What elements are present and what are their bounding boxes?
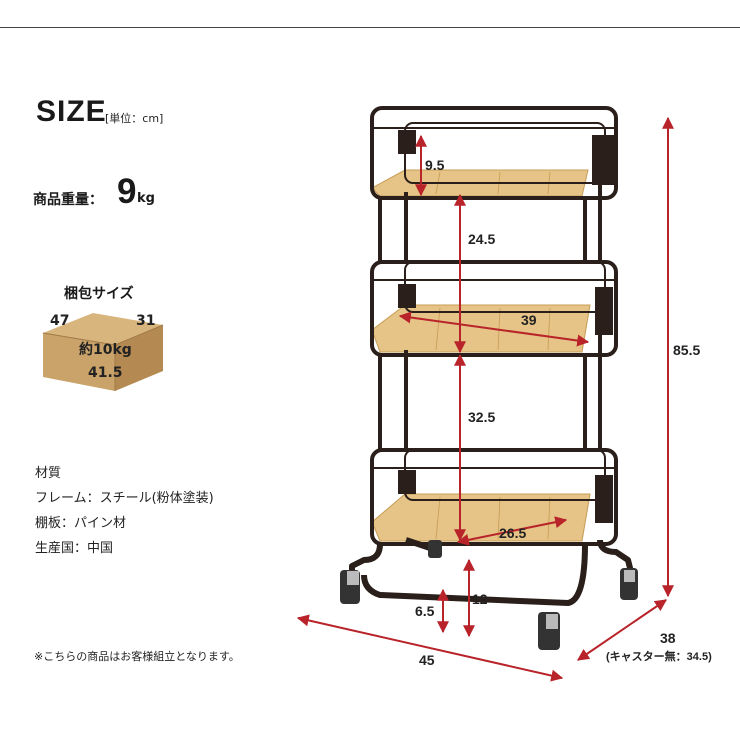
package-length: 47 — [50, 313, 70, 329]
dim-shelf-gap-upper: 24.5 — [468, 231, 496, 247]
cart-frame — [349, 106, 635, 606]
weight-label: 商品重量： — [33, 192, 103, 208]
dim-clearance: 6.5 — [415, 603, 435, 619]
package-weight: 約10kg — [79, 342, 132, 358]
dim-width: 45 — [419, 652, 435, 668]
package-title: 梱包サイズ — [64, 286, 134, 302]
material-title: 材質 — [35, 466, 62, 481]
dim-total-height: 85.5 — [673, 342, 701, 358]
dim-shelf-depth: 26.5 — [499, 525, 527, 541]
assembly-note: ※こちらの商品はお客様組立となります。 — [34, 650, 240, 663]
top-divider — [0, 27, 740, 28]
dim-top-basket: 9.5 — [425, 157, 445, 173]
dim-shelf-gap-lower: 32.5 — [468, 409, 496, 425]
material-shelf: 棚板：パイン材 — [35, 516, 127, 531]
dim-depth: 38 — [660, 630, 676, 646]
weight-value: 9 — [117, 172, 137, 211]
dim-shelf-width: 39 — [521, 312, 537, 328]
weight-unit: kg — [137, 191, 155, 206]
package-depth: 31 — [136, 313, 156, 329]
size-title: SIZE — [36, 95, 107, 128]
dim-depth-note: (キャスター無：34.5) — [606, 651, 712, 663]
material-frame: フレーム：スチール(粉体塗装) — [35, 491, 214, 506]
dim-caster: 12 — [472, 591, 488, 607]
package-height: 41.5 — [88, 365, 123, 381]
size-unit: [単位：cm] — [105, 112, 164, 125]
country-of-origin: 生産国：中国 — [35, 541, 114, 556]
package-box-icon — [42, 313, 164, 391]
